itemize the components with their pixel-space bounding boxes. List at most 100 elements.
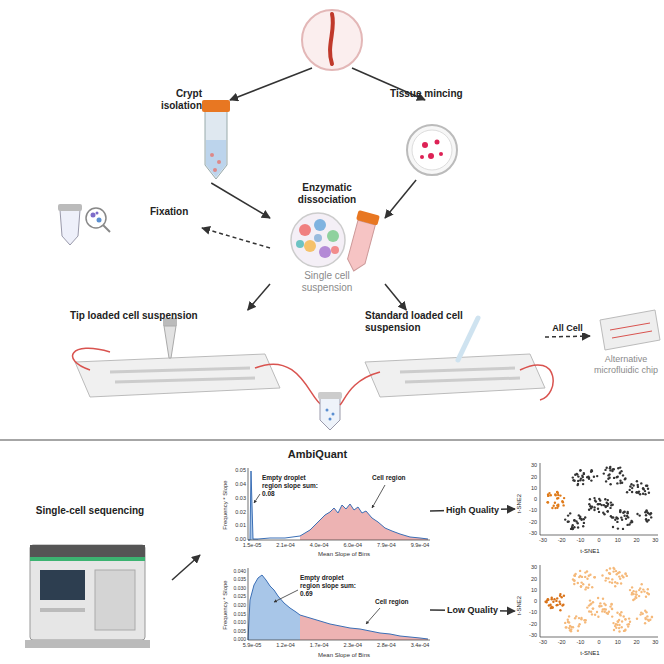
tsne-dot <box>557 505 559 507</box>
tsne-dot <box>644 493 646 495</box>
tsne-dot <box>584 621 586 623</box>
flow-connector <box>248 284 270 310</box>
tick-label: 9.9e-04 <box>400 543 440 549</box>
tick-label: 0 <box>579 538 619 544</box>
leader-arrow <box>372 485 385 508</box>
node-text: Crypt isolation <box>140 88 202 112</box>
edge-label: Low Quality <box>445 605 500 616</box>
tick-label: 0.040 <box>206 569 246 574</box>
tsne-dot <box>583 472 585 474</box>
cell-region <box>300 504 428 540</box>
tick-label: 10 <box>497 486 537 492</box>
tube-body <box>320 398 340 430</box>
tsne-dot <box>631 521 633 523</box>
leader-arrow <box>254 494 260 503</box>
tick-label: 2.8e-04 <box>366 643 406 649</box>
tick-label: -10 <box>560 538 600 544</box>
tsne-dot <box>579 570 581 572</box>
sequencer-step: Single-cell sequencing <box>10 505 172 655</box>
flow-connector <box>385 284 406 310</box>
sequencer-body <box>30 545 145 640</box>
tsne-dot <box>611 470 613 472</box>
tsne-dot <box>612 570 614 572</box>
tsne-dot <box>589 498 591 500</box>
tsne-dot <box>559 603 561 605</box>
tsne-dot <box>596 611 598 613</box>
tsne-dot <box>626 491 628 493</box>
tsne-dot <box>644 490 646 492</box>
axes <box>248 468 430 540</box>
node-text: Single-cell sequencing <box>10 505 170 517</box>
tsne-dot <box>614 585 616 587</box>
tick-label: 20 <box>497 475 537 481</box>
tsne-dot <box>556 597 558 599</box>
tsne-dot <box>635 593 637 595</box>
tsne-dot <box>644 622 646 624</box>
tsne-dot <box>629 489 631 491</box>
tsne-dot <box>612 526 614 528</box>
tsne-dot <box>580 518 582 520</box>
tsne-dot <box>550 494 552 496</box>
tsne-dot <box>568 627 570 629</box>
tsne-dot <box>629 621 631 623</box>
flow-arrow <box>230 68 312 100</box>
flow-connector <box>202 228 270 248</box>
dissociation-step: Enzymatic dissociationSingle cell suspen… <box>270 182 385 302</box>
droplet <box>332 413 335 416</box>
tsne-dot <box>556 504 558 506</box>
tsne-dot <box>593 476 595 478</box>
tsne-dot <box>638 595 640 597</box>
tsne-dot <box>586 570 588 572</box>
tube-body <box>205 110 227 179</box>
tsne-dot <box>596 475 598 477</box>
tsne-dot <box>554 493 556 495</box>
tsne-dot <box>580 618 582 620</box>
tsne-dot <box>628 617 630 619</box>
tick-label: 1.5e-05 <box>232 543 272 549</box>
tsne-dot <box>602 512 604 514</box>
fixed-cell <box>96 212 99 215</box>
tsne-dot <box>604 579 606 581</box>
tsne-dot <box>582 479 584 481</box>
tsne-dot <box>615 627 617 629</box>
cell <box>296 240 304 248</box>
tsne-dot <box>550 606 552 608</box>
tsne-dot <box>616 573 618 575</box>
chip-step: Standard loaded cell suspension <box>360 310 545 400</box>
tsne-dot <box>609 581 611 583</box>
chip-body <box>75 354 280 397</box>
tsne-dot <box>645 596 647 598</box>
tsne-dot <box>643 590 645 592</box>
tube-cap <box>356 210 380 225</box>
tsne-dot <box>553 505 555 507</box>
tsne-dot <box>614 519 616 521</box>
tsne-dot <box>610 501 612 503</box>
tsne-dot <box>586 578 588 580</box>
tsne-dot <box>573 583 575 585</box>
tsne-dot <box>647 488 649 490</box>
tick-label: 0.05 <box>206 468 246 474</box>
tsne-dot <box>606 569 608 571</box>
tube-cap <box>202 100 230 112</box>
tsne-dot <box>629 485 631 487</box>
tsne-dot <box>583 473 585 475</box>
tsne-dot <box>621 626 623 628</box>
tsne-dot <box>636 618 638 620</box>
tsne-dot <box>603 472 605 474</box>
tissue-piece <box>435 140 440 145</box>
tsne-dot <box>631 487 633 489</box>
leader-arrow <box>366 608 380 624</box>
tube-cap <box>58 204 82 211</box>
tsne-dot <box>607 499 609 501</box>
tsne-dot <box>577 483 579 485</box>
tsne-dot <box>639 587 641 589</box>
tubing <box>340 365 553 405</box>
tsne-dot <box>623 511 625 513</box>
tsne-dot <box>636 491 638 493</box>
suspension-tube <box>343 210 380 274</box>
tissue-piece <box>420 155 424 159</box>
cell-region <box>300 615 428 640</box>
tsne-dot <box>577 582 579 584</box>
tsne-dot <box>631 592 633 594</box>
tsne-dot <box>580 585 582 587</box>
